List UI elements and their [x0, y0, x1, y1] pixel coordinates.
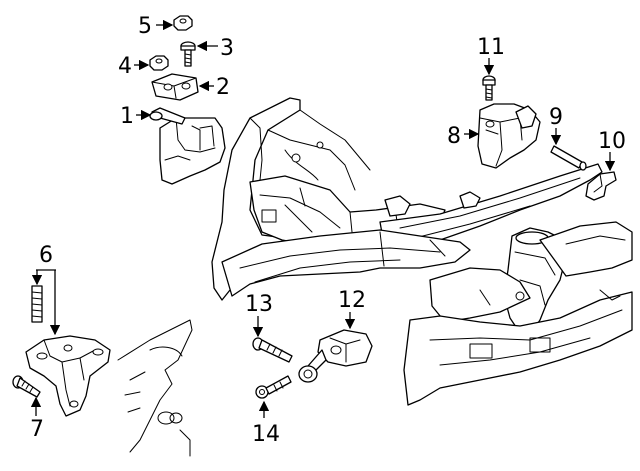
- front-frame-assembly: [211, 97, 633, 406]
- part-10-clip: [585, 171, 617, 201]
- callout-1: 1: [120, 104, 134, 129]
- callout-12: 12: [338, 288, 366, 313]
- engine-block-outline: [117, 319, 193, 457]
- callout-14: 14: [252, 422, 280, 447]
- part-7-bolt: [12, 375, 41, 398]
- callout-8: 8: [447, 124, 461, 149]
- part-6-stud: [31, 285, 43, 323]
- callout-5: 5: [138, 14, 152, 39]
- part-9-pin: [550, 145, 587, 171]
- callout-7: 7: [30, 417, 44, 442]
- part-11-bolt: [482, 75, 496, 101]
- part-12-torque-rod: [298, 329, 373, 383]
- callout-6: 6: [39, 243, 53, 268]
- part-4-nut: [149, 55, 169, 71]
- part-14-bolt: [255, 375, 292, 399]
- part-3-bolt: [180, 41, 196, 67]
- part-13-bolt: [252, 337, 293, 363]
- part-1-mount-bracket: [149, 107, 226, 185]
- callout-11: 11: [477, 35, 505, 60]
- callout-2: 2: [216, 75, 230, 100]
- callout-labels: 1 2 3 4 5 6 7 8 9 10 11 12 13 14: [30, 14, 626, 447]
- callout-9: 9: [549, 105, 563, 130]
- callout-4: 4: [118, 54, 132, 79]
- part-2-spacer: [151, 73, 199, 101]
- leader-lines: [30, 19, 616, 418]
- part-5-nut: [173, 15, 193, 31]
- part-6-mount-bracket: [25, 335, 111, 417]
- callout-10: 10: [598, 129, 626, 154]
- callout-3: 3: [220, 36, 234, 61]
- callout-13: 13: [245, 292, 273, 317]
- part-8-mount: [477, 103, 541, 169]
